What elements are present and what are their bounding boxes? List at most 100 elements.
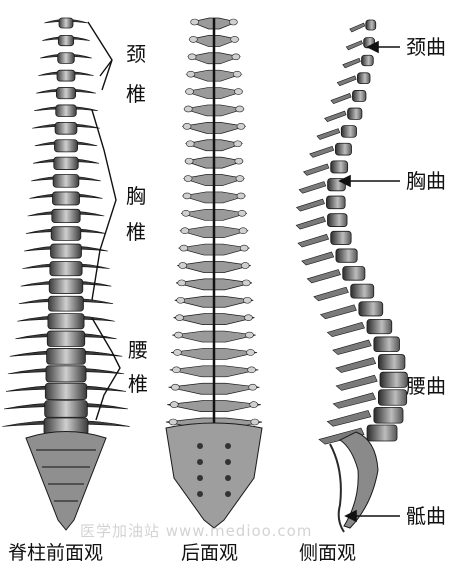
process-tip: [188, 54, 196, 60]
vertebral-body: [374, 407, 403, 423]
spinous-process: [310, 146, 334, 157]
vertebral-body: [53, 175, 79, 188]
process-tip: [233, 71, 241, 77]
vertebral-body: [331, 231, 351, 244]
process-tip: [249, 384, 257, 390]
front-view-spine: [2, 18, 130, 530]
vertebral-body: [348, 108, 362, 119]
spinous-process: [350, 23, 365, 32]
vertebral-body: [58, 35, 73, 45]
thoracic-bracket: [92, 110, 116, 300]
process-tip: [183, 123, 191, 129]
vertebral-body: [54, 140, 77, 152]
vertebral-body: [56, 88, 75, 99]
process-tip: [173, 349, 181, 355]
sacral-foramen: [225, 459, 231, 465]
process-tip: [243, 297, 251, 303]
process-tip: [232, 54, 240, 60]
sacral-foramen: [225, 475, 231, 481]
vertebral-body: [378, 355, 405, 370]
vertebral-body: [51, 227, 81, 241]
spinous-process: [302, 252, 334, 265]
process-tip: [236, 176, 244, 182]
cervical-label-char1: 颈: [126, 44, 146, 64]
spinous-process: [327, 410, 371, 426]
vertebral-body: [55, 122, 77, 134]
vertebral-body: [49, 296, 84, 311]
sacral-foramen: [197, 491, 203, 497]
spinous-process: [331, 93, 351, 103]
vertebral-body: [327, 214, 347, 227]
process-tip: [191, 19, 199, 25]
vertebral-body: [51, 244, 82, 258]
spinous-process: [304, 164, 329, 176]
vertebral-body: [49, 279, 83, 294]
process-tip: [248, 367, 256, 373]
process-tip: [169, 419, 177, 425]
process-tip: [241, 262, 249, 268]
vertebral-body: [54, 157, 78, 169]
vertebral-body: [59, 18, 73, 28]
cervical-curve-label: 颈曲: [406, 37, 446, 57]
process-tip: [170, 402, 178, 408]
process-tip: [245, 332, 253, 338]
vertebral-body: [47, 348, 86, 364]
process-tip: [242, 280, 250, 286]
spinous-process: [327, 322, 364, 336]
spinous-process: [333, 340, 371, 355]
process-tip: [189, 36, 197, 42]
process-tip: [236, 106, 244, 112]
vertebral-body: [47, 331, 84, 346]
vertebral-body: [341, 126, 356, 138]
vertebral-body: [362, 55, 374, 66]
sacrum-back-edge: [330, 444, 344, 532]
lumbar-label-char1: 腰: [128, 340, 148, 360]
process-tip: [184, 176, 192, 182]
spinous-process: [298, 234, 329, 247]
spinous-process: [297, 199, 325, 211]
lumbar-label-char2: 椎: [128, 374, 148, 394]
process-tip: [247, 349, 255, 355]
spinous-process: [317, 129, 340, 140]
vertebral-body: [331, 161, 348, 173]
sacrum-side: [340, 432, 378, 528]
vertebral-body: [357, 73, 370, 84]
spinous-process: [314, 287, 349, 301]
vertebral-body: [326, 196, 345, 209]
process-tip: [234, 89, 242, 95]
vertebral-body: [50, 261, 82, 275]
sacral-foramen: [197, 443, 203, 449]
vertebral-body: [48, 314, 84, 329]
process-tip: [176, 315, 184, 321]
process-tip: [235, 158, 243, 164]
vertebral-body: [46, 366, 86, 382]
vertebral-body: [352, 90, 365, 101]
vertebral-body: [56, 105, 77, 117]
cervical-bracket: [88, 22, 112, 90]
vertebral-body: [359, 302, 383, 316]
watermark: 医学加油站 www.medioo.com: [80, 520, 312, 541]
process-tip: [239, 228, 247, 234]
spinous-process: [299, 181, 326, 193]
vertebral-body: [57, 70, 75, 81]
process-tip: [175, 332, 183, 338]
spinous-process: [346, 41, 362, 50]
vertebral-body: [335, 143, 351, 155]
vertebral-body: [58, 53, 75, 64]
process-tip: [244, 315, 252, 321]
spinous-process: [343, 58, 361, 68]
vertebral-body: [367, 319, 392, 333]
process-tip: [185, 158, 193, 164]
process-tip: [184, 106, 192, 112]
process-tip: [187, 71, 195, 77]
vertebral-body: [336, 249, 357, 262]
process-tip: [180, 245, 188, 251]
vertebral-body: [378, 390, 406, 405]
process-tip: [172, 367, 180, 373]
process-tip: [238, 210, 246, 216]
front-view-caption: 脊柱前面观: [8, 544, 103, 563]
vertebral-body: [380, 372, 407, 387]
sacrum: [26, 432, 106, 531]
